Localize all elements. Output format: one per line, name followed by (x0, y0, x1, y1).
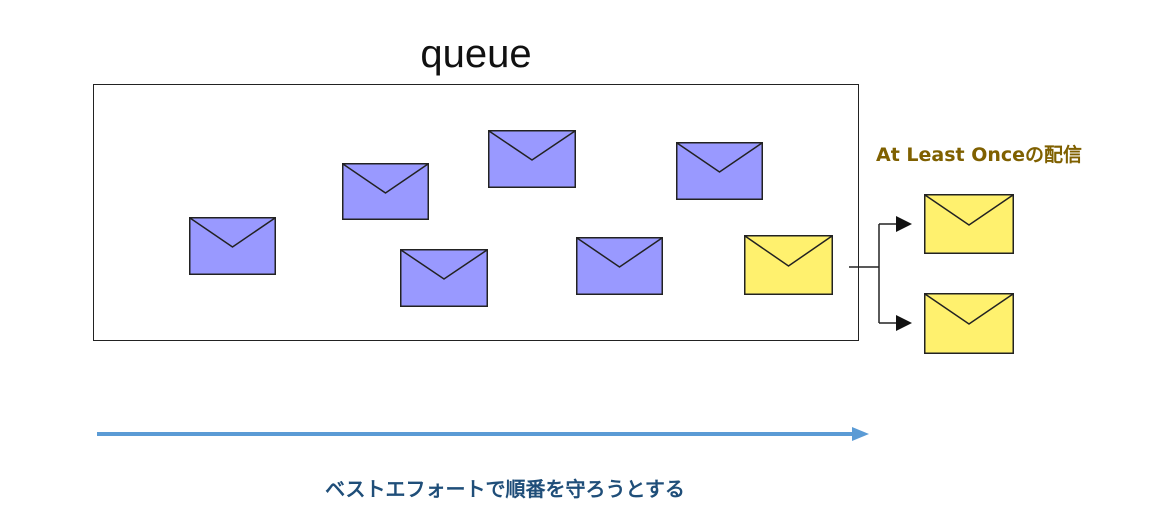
pending-message-envelope-icon (342, 163, 429, 220)
delivered-message-envelope-icon (924, 194, 1014, 254)
delivered-message-envelope-icon (924, 293, 1014, 354)
pending-message-envelope-icon (189, 217, 276, 275)
pending-message-envelope-icon (400, 249, 488, 307)
pending-message-envelope-icon (676, 142, 763, 200)
pending-message-envelope-icon (488, 130, 576, 188)
queue-box (93, 84, 859, 341)
outgoing-message-envelope-icon (744, 235, 833, 295)
queue-title: queue (420, 32, 532, 76)
pending-message-envelope-icon (576, 237, 663, 295)
caption: ベストエフォートで順番を守ろうとする (325, 477, 685, 501)
delivery-label: At Least Onceの配信 (876, 144, 1083, 166)
